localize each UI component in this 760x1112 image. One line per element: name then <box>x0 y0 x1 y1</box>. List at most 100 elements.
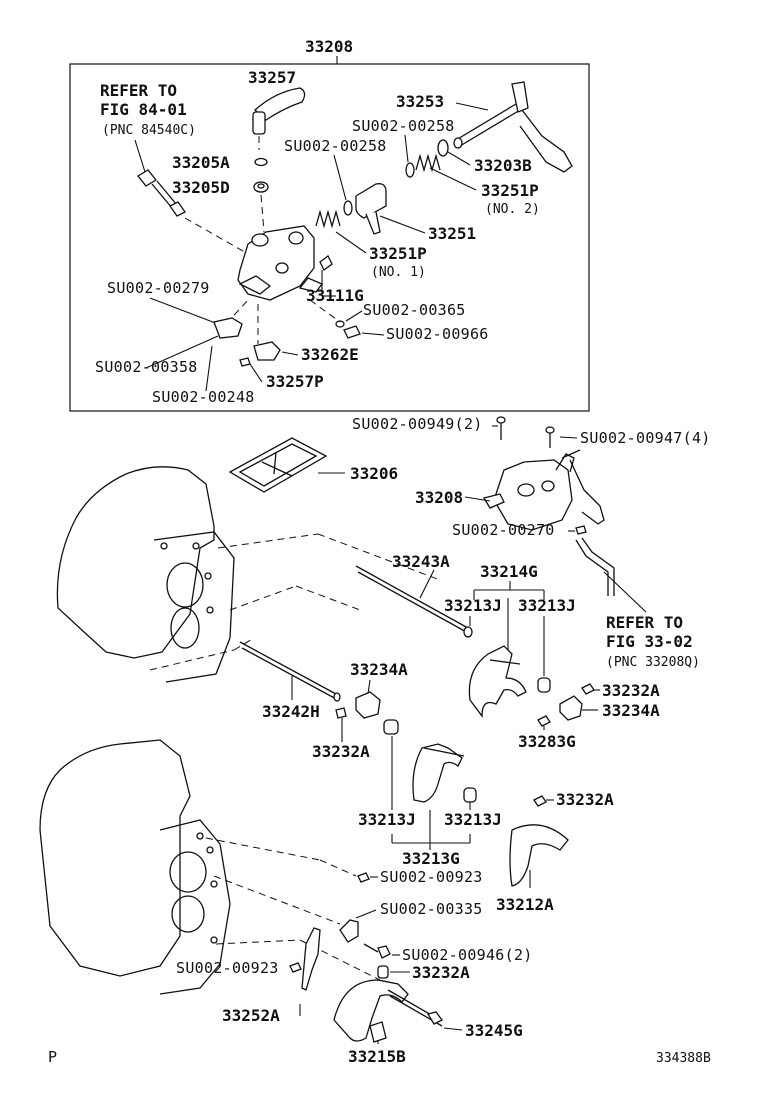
part-33251P-no2-spring-drawing <box>415 153 441 173</box>
label-33232A-a: 33232A <box>602 681 660 700</box>
part-su002-00966-drawing <box>343 325 361 339</box>
group-box <box>69 63 590 412</box>
part-33262E-drawing <box>253 341 281 361</box>
part-su002-00258-upper-drawing <box>405 162 415 178</box>
part-su002-00923-lower-drawing <box>289 962 302 973</box>
part-33257P-drawing <box>239 357 251 367</box>
part-su002-00270-drawing <box>575 525 587 535</box>
label-33234A-a: 33234A <box>350 660 408 679</box>
label-33208-assy: 33208 <box>415 488 463 507</box>
footer-right: 334388B <box>656 1051 711 1066</box>
label-33213G: 33213G <box>402 849 460 868</box>
part-33242H-rod-drawing <box>239 641 341 702</box>
part-33232A-b-drawing <box>335 707 347 719</box>
label-33262E: 33262E <box>301 345 359 364</box>
label-33205A: 33205A <box>172 153 230 172</box>
label-33214G: 33214G <box>480 562 538 581</box>
label-33257P: 33257P <box>266 372 324 391</box>
part-33208-housing-assy-drawing <box>482 449 605 531</box>
label-33205D: 33205D <box>172 178 230 197</box>
label-33111G: 33111G <box>306 286 364 305</box>
label-33251: 33251 <box>428 224 476 243</box>
part-33245G-rod-drawing <box>387 989 443 1027</box>
label-33232A-c: 33232A <box>556 790 614 809</box>
label-su002-00248: SU002-00248 <box>152 388 255 406</box>
part-33212A-fork-drawing <box>509 824 569 887</box>
part-su002-00923-upper-drawing <box>357 872 370 883</box>
label-su002-00966: SU002-00966 <box>386 325 489 343</box>
part-33234A-a-drawing <box>355 691 381 719</box>
label-su002-00947: SU002-00947(4) <box>580 429 711 447</box>
label-33253: 33253 <box>396 92 444 111</box>
label-33213J-b: 33213J <box>518 596 576 615</box>
label-su002-00946: SU002-00946(2) <box>402 946 533 964</box>
part-33251P-no1-spring-drawing <box>315 209 341 229</box>
label-33215B: 33215B <box>348 1047 406 1066</box>
svg-text:REFER TO: REFER TO <box>606 613 683 632</box>
label-33232A-b: 33232A <box>312 742 370 761</box>
svg-text:FIG 84-01: FIG 84-01 <box>100 100 187 119</box>
transmission-case-lower-drawing <box>39 739 231 995</box>
label-su002-00365: SU002-00365 <box>363 301 466 319</box>
part-33206-gasket-drawing <box>228 437 328 493</box>
label-su002-00358: SU002-00358 <box>95 358 198 376</box>
label-su002-00923-lower: SU002-00923 <box>176 959 279 977</box>
label-33242H: 33242H <box>262 702 320 721</box>
label-33257: 33257 <box>248 68 296 87</box>
part-su002-00949-bolt-drawing <box>496 416 506 440</box>
part-33257-lever-drawing <box>252 87 306 150</box>
part-su002-00365-drawing <box>335 320 345 328</box>
svg-text:(PNC 84540C): (PNC 84540C) <box>102 123 196 138</box>
label-su002-00279: SU002-00279 <box>107 279 210 297</box>
part-33251-inner-lever-drawing <box>355 183 387 235</box>
group-box-label: 33208 <box>305 37 353 56</box>
label-su002-00335: SU002-00335 <box>380 900 483 918</box>
part-su002-00947-bolt-drawing <box>545 426 555 448</box>
part-33232A-d-drawing <box>377 965 389 979</box>
label-33213J-a: 33213J <box>444 596 502 615</box>
part-33213J-b-drawing <box>537 677 551 693</box>
label-su002-00949: SU002-00949(2) <box>352 415 483 433</box>
label-33232A-d: 33232A <box>412 963 470 982</box>
svg-text:FIG 33-02: FIG 33-02 <box>606 632 693 651</box>
part-33232A-a-drawing <box>581 683 595 695</box>
label-33213J-c: 33213J <box>358 810 416 829</box>
refer-note-top: REFER TO FIG 84-01 (PNC 84540C) <box>100 81 196 138</box>
label-33251P-no2: 33251P <box>481 181 539 200</box>
shift-housing-drawing <box>237 225 333 301</box>
select-cable-end-drawing <box>137 169 251 256</box>
part-su002-00335-drawing <box>339 919 359 943</box>
part-33232A-c-drawing <box>533 795 547 807</box>
part-su002-00946-bolt-drawing <box>363 943 391 959</box>
part-su002-00258-lower-drawing <box>343 200 353 216</box>
part-33213G-fork-drawing <box>412 743 465 803</box>
label-33213J-d: 33213J <box>444 810 502 829</box>
part-33252A-lever-drawing <box>301 927 321 991</box>
part-33234A-b-drawing <box>559 695 583 721</box>
label-su002-00258-upper: SU002-00258 <box>352 117 455 135</box>
part-33243A-rod-drawing <box>355 565 473 638</box>
label-33203B: 33203B <box>474 156 532 175</box>
svg-text:(PNC 33208Q): (PNC 33208Q) <box>606 655 700 670</box>
label-33212A: 33212A <box>496 895 554 914</box>
part-33203B-drawing <box>437 139 449 157</box>
label-su002-00258-lower: SU002-00258 <box>284 137 387 155</box>
label-33245G: 33245G <box>465 1021 523 1040</box>
svg-text:REFER TO: REFER TO <box>100 81 177 100</box>
label-no2: (NO. 2) <box>485 202 540 217</box>
part-33253-shaft-drawing <box>453 81 573 173</box>
label-no1: (NO. 1) <box>371 265 426 280</box>
label-33283G: 33283G <box>518 732 576 751</box>
label-su002-00923-upper: SU002-00923 <box>380 868 483 886</box>
part-33215B-fork-drawing <box>333 979 409 1043</box>
part-33213J-c-drawing <box>383 719 399 735</box>
label-33252A: 33252A <box>222 1006 280 1025</box>
footer-left: P <box>48 1048 57 1066</box>
part-33205A-drawing <box>254 157 268 167</box>
label-33206: 33206 <box>350 464 398 483</box>
part-33214G-fork-drawing <box>468 645 527 718</box>
refer-cable-drawing <box>575 537 615 596</box>
label-33243A: 33243A <box>392 552 450 571</box>
transmission-case-upper-drawing <box>56 466 235 683</box>
